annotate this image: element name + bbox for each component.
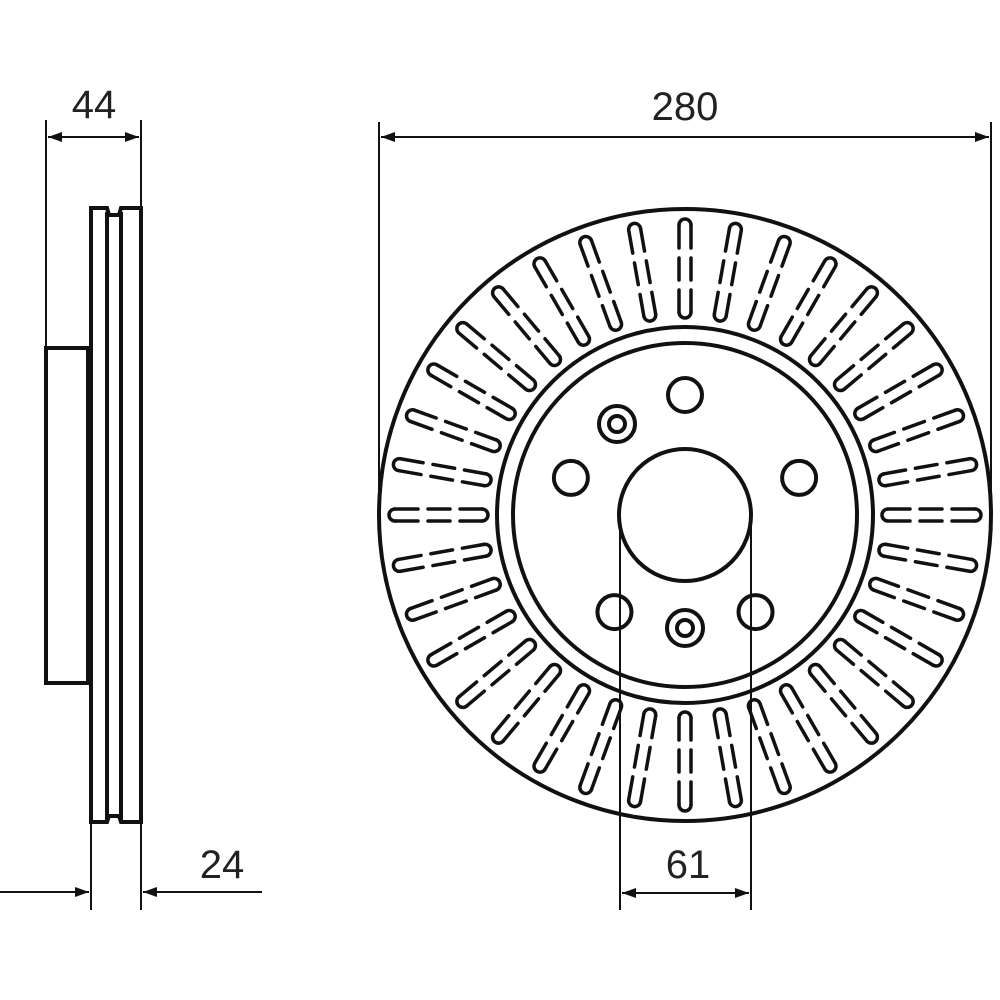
vent-slot [832,637,915,710]
vent-slot [877,542,979,574]
vent-slot [712,707,744,809]
center-bore [617,447,753,583]
side-view [44,206,143,824]
vent-slot [807,662,880,745]
vent-slot [807,285,880,368]
vent-slot [832,320,915,393]
bolt-hole [780,458,819,497]
vent-slot [868,408,966,454]
vent-slot [490,285,563,368]
inner-ring-edge [495,325,875,705]
vent-slot [626,707,658,809]
locator-hole [597,404,637,444]
locator-hole [665,608,705,648]
outer-diameter-label: 280 [652,85,719,129]
dimension-44 [45,120,142,348]
vent-slot [778,683,838,774]
vent-slot [490,662,563,745]
dimension-61 [619,515,752,910]
vent-slot [532,256,592,347]
center-bore-label: 61 [666,843,711,887]
vent-slot [404,576,502,622]
vent-slot [677,710,693,813]
vent-slot [532,683,592,774]
vent-slot [455,637,538,710]
friction-ring-outline [89,206,143,824]
vent-slot [778,256,838,347]
vent-slot [426,362,517,422]
vent-slot [578,234,624,332]
vent-slot [868,576,966,622]
bolt-hole [736,593,775,632]
vent-slot [877,456,979,488]
vent-slots [387,217,983,813]
vent-slot [746,234,792,332]
vent-slot [426,608,517,668]
outer-edge [377,207,993,823]
dimension-280 [378,122,992,515]
vent-slot [455,320,538,393]
hat-section [44,346,90,685]
vent-slot [853,608,944,668]
bolt-hole [551,458,590,497]
vent-slot [404,408,502,454]
vent-slot [387,507,490,523]
bolt-holes [551,376,819,632]
thickness-label: 24 [200,843,245,887]
vent-slot [712,221,744,323]
hat-edge [511,341,859,689]
bolt-hole [595,593,634,632]
hub-height-label: 44 [72,83,117,127]
front-view [377,207,993,823]
vent-slot [746,698,792,796]
vent-slot [626,221,658,323]
vent-slot [391,456,493,488]
bolt-hole [666,376,704,414]
dimension-24 [0,822,262,910]
vent-slot [677,217,693,320]
vent-slot [578,698,624,796]
vent-slot [880,507,983,523]
vent-slot [853,362,944,422]
vent-slot [391,542,493,574]
